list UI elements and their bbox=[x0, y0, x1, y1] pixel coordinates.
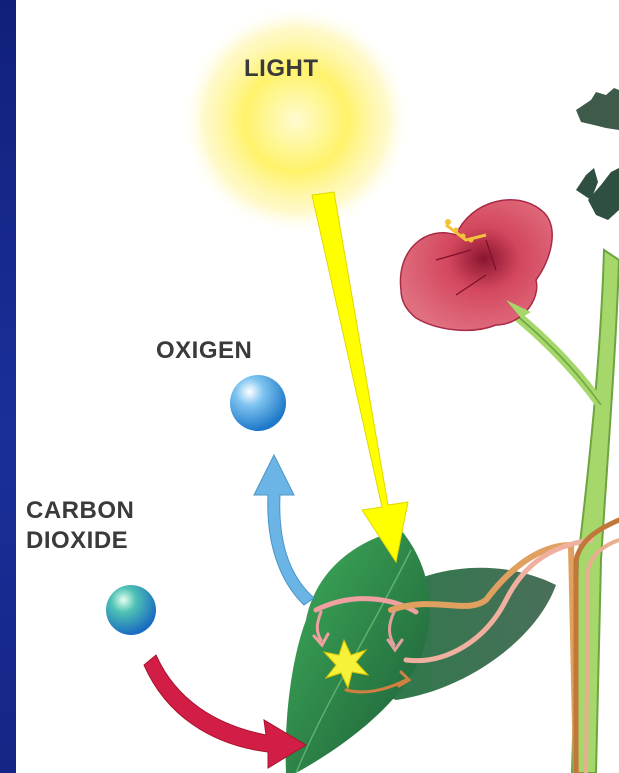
upper-leaf-icon bbox=[576, 88, 619, 220]
carbon-dioxide-label-line1: CARBON bbox=[26, 496, 134, 526]
light-arrow-icon bbox=[312, 192, 408, 562]
oxygen-label: OXIGEN bbox=[156, 336, 252, 366]
plant-stem-icon bbox=[516, 250, 619, 773]
oxygen-arrow-icon bbox=[254, 455, 314, 605]
hibiscus-flower-icon bbox=[400, 200, 552, 331]
light-label: LIGHT bbox=[244, 54, 319, 84]
sun-glow-icon bbox=[181, 5, 411, 235]
diagram-panel: LIGHT OXIGEN CARBON DIOXIDE bbox=[16, 0, 619, 773]
co2-arrow-icon bbox=[144, 655, 306, 768]
main-leaf-icon bbox=[286, 530, 430, 773]
carbon-dioxide-label-line2: DIOXIDE bbox=[26, 526, 134, 556]
oxygen-molecule-icon bbox=[230, 375, 286, 431]
co2-molecule-icon bbox=[106, 585, 156, 635]
carbon-dioxide-label: CARBON DIOXIDE bbox=[26, 496, 134, 556]
photosynthesis-diagram bbox=[16, 0, 619, 773]
